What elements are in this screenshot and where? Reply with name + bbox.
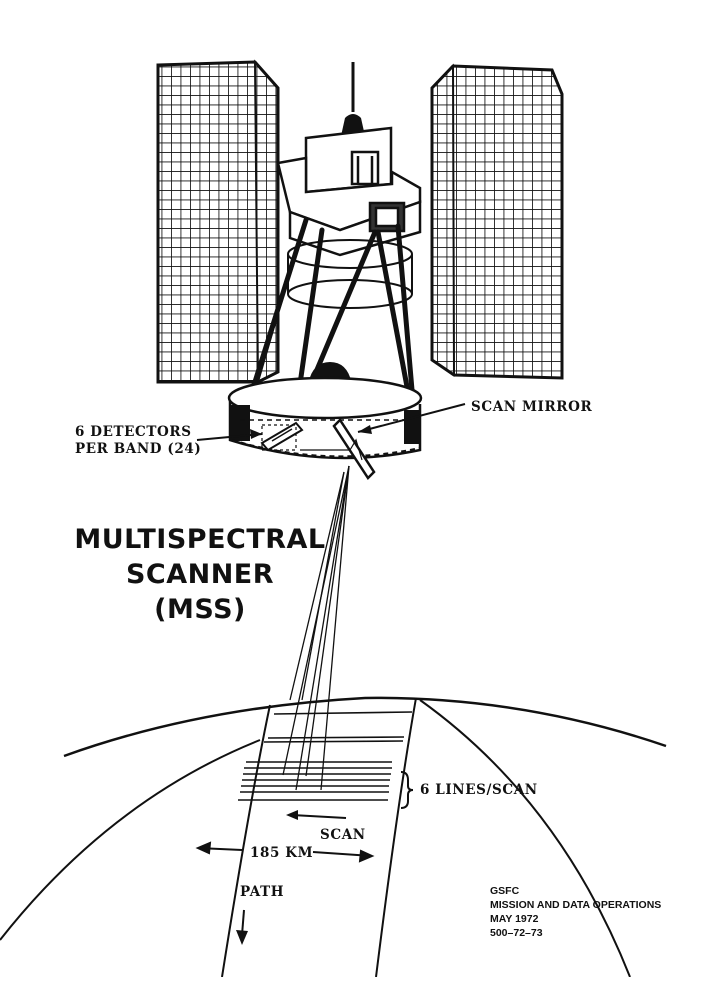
scanner-base: [227, 376, 423, 460]
satellite: [156, 59, 564, 480]
label-leader-lines: [196, 403, 466, 441]
detectors-label-line2: PER BAND (24): [75, 441, 201, 457]
path-label: PATH: [240, 884, 284, 900]
credit-line-4: 500–72–73: [490, 927, 543, 939]
lines-brace: [400, 771, 414, 809]
earth-surface: [0, 696, 667, 977]
right-solar-panel: [430, 63, 564, 380]
left-solar-panel: [156, 59, 280, 384]
figure-title: MULTISPECTRAL SCANNER (MSS): [74, 524, 325, 625]
swath-width-arrows: [195, 841, 375, 863]
antenna: [341, 62, 365, 136]
credit-line-2: MISSION AND DATA OPERATIONS: [490, 899, 661, 911]
scan-beams: [282, 465, 350, 791]
credit-block: GSFC MISSION AND DATA OPERATIONS MAY 197…: [490, 885, 661, 939]
scan-direction-arrow: [286, 810, 347, 820]
scan-lines-band: [238, 761, 392, 801]
path-arrow: [236, 909, 248, 945]
scan-mirror-label: SCAN MIRROR: [471, 399, 592, 415]
credit-line-3: MAY 1972: [490, 913, 539, 925]
title-line-2: SCANNER: [126, 559, 274, 590]
title-line-3: (MSS): [154, 594, 246, 625]
credit-line-1: GSFC: [490, 885, 520, 897]
swath-width-label: 185 KM: [250, 845, 313, 861]
title-line-1: MULTISPECTRAL: [74, 524, 325, 555]
scan-mirror: [300, 418, 376, 480]
detector-array: [260, 421, 304, 452]
lines-per-scan-label: 6 LINES/SCAN: [420, 782, 538, 798]
detectors-label-line1: 6 DETECTORS: [75, 424, 192, 440]
scan-label: SCAN: [320, 827, 366, 843]
